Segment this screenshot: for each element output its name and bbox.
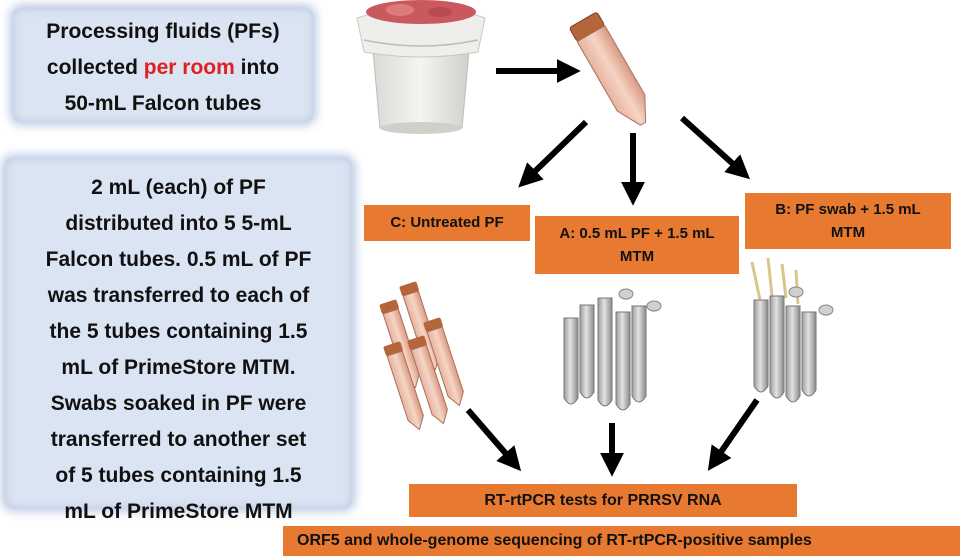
- description-line: Falcon tubes. 0.5 mL of PF: [45, 248, 312, 271]
- treatment-a-line-2: MTM: [619, 248, 655, 265]
- arrow-tube-to-c: [518, 119, 589, 188]
- mtm-tubes-illustration: [563, 288, 662, 411]
- treatment-b-label: B: PF swab + 1.5 mL MTM: [745, 193, 951, 249]
- arrow-tube-to-b: [679, 115, 751, 180]
- pf-line-2: collected per room into: [13, 50, 313, 86]
- method-description-box: 2 mL (each) of PF distributed into 5 5-m…: [5, 158, 352, 523]
- processing-fluids-box: Processing fluids (PFs) collected per ro…: [13, 8, 313, 122]
- pf-line-2-post: into: [234, 56, 280, 79]
- swab-tubes-illustration: [750, 257, 834, 403]
- collection-bucket-illustration: [356, 0, 486, 134]
- falcon-tube-50ml-illustration: [569, 12, 647, 126]
- description-line: transferred to another set: [50, 428, 307, 451]
- sequencing-label: ORF5 and whole-genome sequencing of RT-r…: [283, 526, 960, 556]
- treatment-b-line-1: B: PF swab + 1.5 mL: [775, 201, 921, 218]
- treatment-a-line-1: A: 0.5 mL PF + 1.5 mL: [559, 225, 715, 242]
- arrow-b-tubes-to-rt: [707, 398, 760, 471]
- description-line: Swabs soaked in PF were: [50, 392, 307, 415]
- treatment-a-label: A: 0.5 mL PF + 1.5 mL MTM: [535, 216, 739, 274]
- description-line: distributed into 5 5-mL: [65, 212, 292, 235]
- description-line: of 5 tubes containing 1.5: [55, 464, 302, 487]
- pf-line-1: Processing fluids (PFs): [46, 20, 280, 43]
- untreated-pf-label: C: Untreated PF: [364, 205, 530, 241]
- description-line: mL of PrimeStore MTM.: [61, 356, 296, 379]
- pf-line-3: 50-mL Falcon tubes: [64, 92, 262, 115]
- description-line: 2 mL (each) of PF: [91, 176, 266, 199]
- arrow-c-tubes-to-rt: [465, 408, 522, 472]
- treatment-b-line-2: MTM: [830, 224, 866, 241]
- rt-rtpcr-label: RT-rtPCR tests for PRRSV RNA: [409, 484, 797, 517]
- per-room-highlight: per room: [143, 56, 235, 79]
- description-line: mL of PrimeStore MTM: [64, 500, 293, 523]
- pf-line-2-pre: collected: [46, 56, 144, 79]
- description-line: was transferred to each of: [47, 284, 310, 307]
- description-line: the 5 tubes containing 1.5: [49, 320, 308, 343]
- untreated-tubes-illustration: [379, 281, 464, 431]
